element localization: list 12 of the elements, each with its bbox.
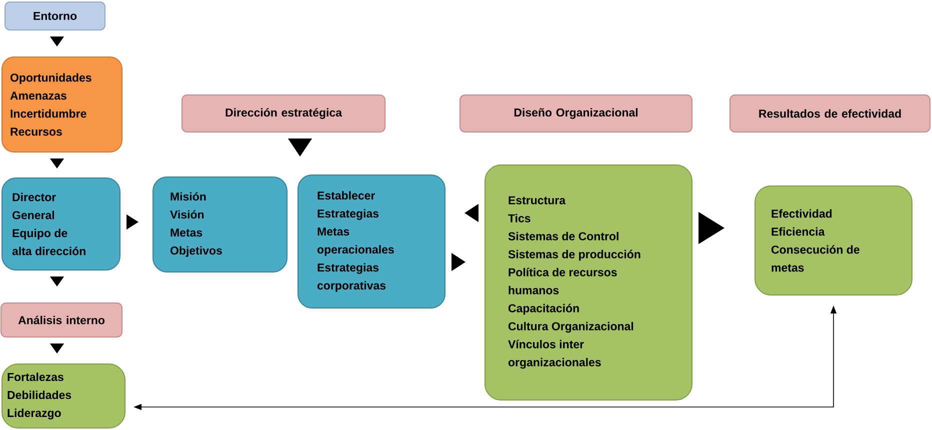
heading-box: Entorno [4, 2, 106, 30]
list-box: Director General Equipo de alta dirección [2, 178, 120, 270]
list-box: Oportunidades Amenazas Incertidumbre Recursos [2, 56, 122, 152]
heading-box: Dirección estratégica [182, 94, 386, 132]
list-box: Establecer Estrategias Metas operacionales Estrategias corporativas [298, 174, 446, 308]
list-box: Misión Visión Metas Objetivos [152, 176, 288, 272]
heading-box: Diseño Organizacional [460, 94, 692, 132]
list-box: Estructura Tics Sistemas de Control Sistemas de producción Política de recursos humanos Capacitación Cultura Organizacional Vínculos inter organizacionales [484, 164, 692, 400]
list-box: Fortalezas Debilidades Liderazgo [2, 364, 126, 428]
heading-box: Análisis interno [0, 302, 122, 338]
heading-box: Resultados de efectividad [730, 94, 930, 132]
list-box: Efectividad Eficiencia Consecución de metas [754, 186, 912, 296]
